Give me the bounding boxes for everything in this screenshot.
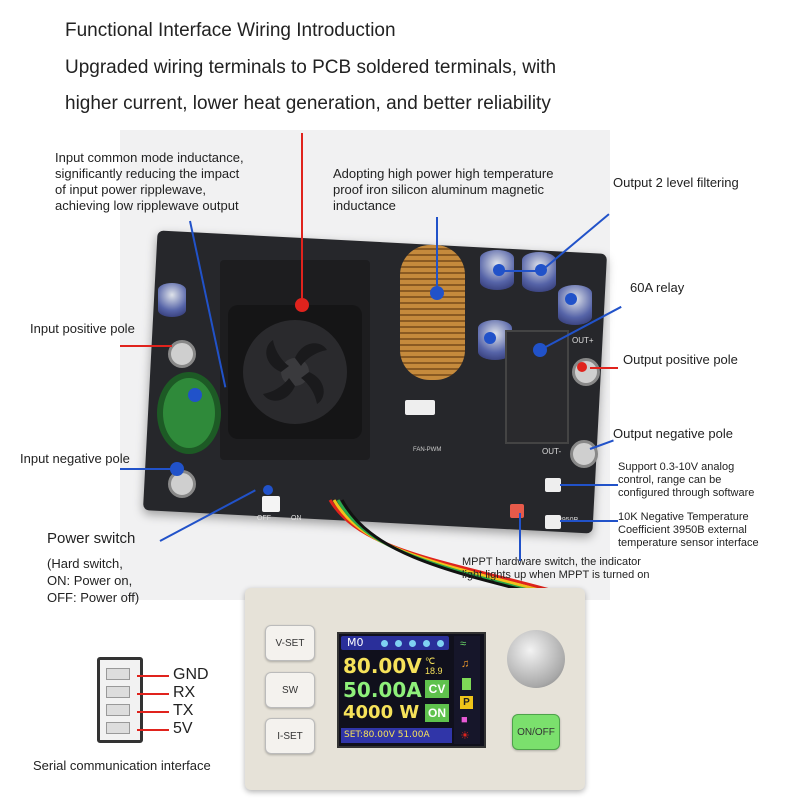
on-mark: ON xyxy=(291,515,302,522)
vset-button[interactable]: V-SET xyxy=(265,625,315,661)
header-line-2: Upgraded wiring terminals to PCB soldere… xyxy=(65,57,557,78)
marker-dot-blue xyxy=(533,343,547,357)
callout-analog-control: Support 0.3-10V analog control, range ca… xyxy=(618,461,755,499)
input-positive-terminal xyxy=(168,340,196,368)
off-mark: OFF xyxy=(257,515,271,522)
onoff-button[interactable]: ON/OFF xyxy=(512,714,560,750)
capacitor xyxy=(558,285,592,325)
marker-dot-red xyxy=(295,298,309,312)
marker-dot-blue xyxy=(430,286,444,300)
alarm-icon: ☀ xyxy=(460,730,470,742)
out-plus-mark: OUT+ xyxy=(572,336,594,345)
common-mode-inductor xyxy=(157,372,221,454)
temperature-readout: 18.9 xyxy=(425,666,443,676)
on-badge: ON xyxy=(425,704,449,722)
memory-dot xyxy=(395,640,402,647)
out-minus-mark: OUT- xyxy=(542,447,562,456)
callout-power-switch-title: Power switch xyxy=(47,530,136,547)
marker-dot-blue xyxy=(170,462,184,476)
memory-dot xyxy=(381,640,388,647)
leader-line-blue xyxy=(560,520,618,522)
marker-dot-blue xyxy=(493,264,505,276)
callout-input-negative: Input negative pole xyxy=(20,451,130,466)
leader-line-blue xyxy=(519,513,521,561)
leader-line-red xyxy=(590,367,618,369)
callout-output-positive: Output positive pole xyxy=(623,352,738,367)
callout-ntc: 10K Negative Temperature Coefficient 395… xyxy=(618,511,759,549)
analog-control-connector xyxy=(545,478,561,492)
pin-rx: RX xyxy=(173,684,196,701)
pin-line xyxy=(137,729,169,731)
lock-icon: ■ xyxy=(461,714,468,726)
power-readout: 4000 W xyxy=(343,702,420,723)
callout-inductance-input: Input common mode inductance, significan… xyxy=(55,150,244,213)
callout-power-switch-desc: (Hard switch, ON: Power on, OFF: Power o… xyxy=(47,556,140,605)
set-line: SET:80.00V 51.00A xyxy=(341,728,452,743)
input-capacitor xyxy=(158,283,186,317)
p-badge: P xyxy=(460,696,473,709)
leader-line-blue xyxy=(500,270,540,272)
voltage-readout: 80.00V xyxy=(343,654,422,678)
ribbon-wires xyxy=(328,499,563,600)
leader-line-red xyxy=(301,133,303,301)
rotary-knob[interactable] xyxy=(507,630,565,688)
power-switch[interactable] xyxy=(262,496,280,512)
callout-mppt: MPPT hardware switch, the indicator ligh… xyxy=(462,556,650,581)
speaker-icon: ♫ xyxy=(461,658,470,670)
pin-line xyxy=(137,711,169,713)
thermometer-icon: ℃ 18.9 xyxy=(425,656,443,676)
callout-input-positive: Input positive pole xyxy=(30,321,135,336)
callout-relay: 60A relay xyxy=(630,280,685,295)
ntc-connector xyxy=(545,515,561,529)
fan-blades-icon xyxy=(243,320,347,424)
current-readout: 50.00A xyxy=(343,678,422,702)
fan-connector xyxy=(405,400,435,415)
pin-line xyxy=(137,693,169,695)
memory-dot xyxy=(423,640,430,647)
marker-dot-blue xyxy=(484,332,496,344)
leader-line-red xyxy=(120,345,172,347)
fan-pwm-mark: FAN-PWM xyxy=(413,447,442,453)
output-positive-terminal xyxy=(572,358,600,386)
marker-dot-blue xyxy=(535,264,547,276)
callout-output-negative: Output negative pole xyxy=(613,426,733,441)
header-title: Functional Interface Wiring Introduction xyxy=(65,20,396,41)
header-line-3: higher current, lower heat generation, a… xyxy=(65,93,551,114)
leader-line-blue xyxy=(120,468,175,470)
relay-60a xyxy=(505,330,569,444)
mode-bar: M0 xyxy=(341,636,449,650)
pin-5v: 5V xyxy=(173,720,193,737)
pin-tx: TX xyxy=(173,702,194,719)
marker-dot-red xyxy=(577,362,587,372)
marker-dot-blue xyxy=(263,485,273,495)
output-negative-terminal xyxy=(570,440,598,468)
mode-label: M0 xyxy=(347,636,364,649)
cv-badge: CV xyxy=(425,680,449,698)
leader-line-blue xyxy=(560,484,618,486)
magnetic-inductor-coil xyxy=(400,245,465,380)
callout-output-filter: Output 2 level filtering xyxy=(613,175,739,190)
memory-dot xyxy=(409,640,416,647)
sw-button[interactable]: SW xyxy=(265,672,315,708)
leader-line-blue xyxy=(436,217,438,291)
marker-dot-blue xyxy=(565,293,577,305)
lcd-screen: M0 80.00V 50.00A 4000 W ℃ 18.9 CV ON ≈ ♫… xyxy=(337,632,486,748)
memory-dot xyxy=(437,640,444,647)
status-icon-column: ≈ ♫ P ■ ☀ xyxy=(454,636,480,744)
iset-button[interactable]: I-SET xyxy=(265,718,315,754)
callout-magnetic-inductance: Adopting high power high temperature pro… xyxy=(333,166,554,213)
serial-connector xyxy=(97,657,143,743)
battery-icon xyxy=(462,678,471,690)
pin-gnd: GND xyxy=(173,666,209,683)
callout-serial: Serial communication interface xyxy=(33,758,211,773)
pin-line xyxy=(137,675,169,677)
marker-dot-blue xyxy=(188,388,202,402)
input-negative-terminal xyxy=(168,470,196,498)
wifi-icon: ≈ xyxy=(460,638,467,650)
